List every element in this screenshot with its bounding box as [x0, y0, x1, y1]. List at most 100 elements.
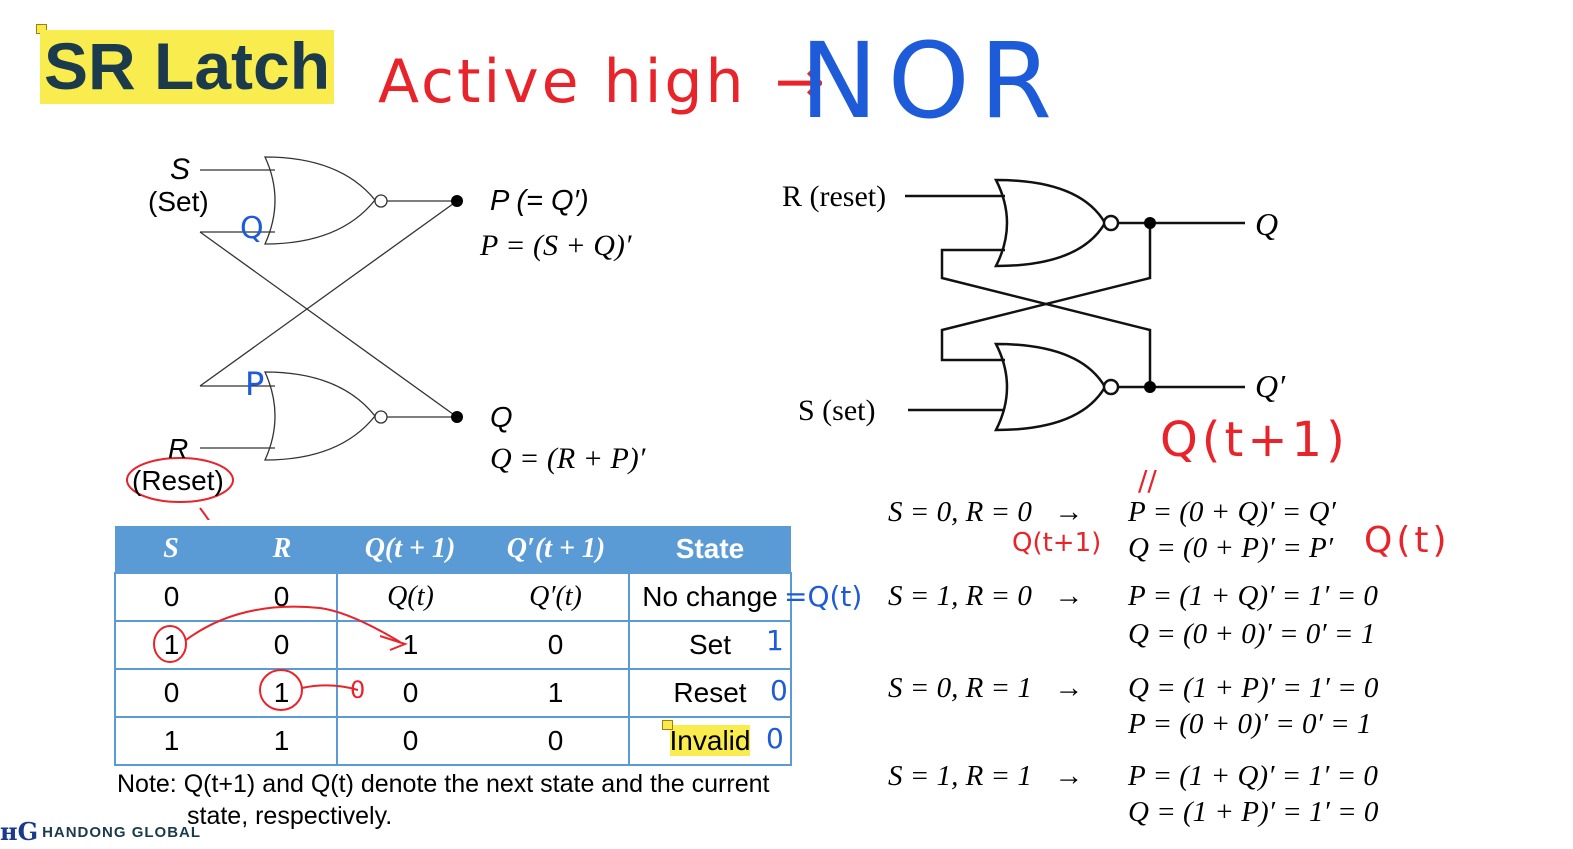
- cell: 0: [336, 668, 483, 717]
- right-qp-output: Q′: [1255, 368, 1286, 404]
- equation-block-3: S = 1, R = 1 →: [888, 762, 1083, 791]
- left-p-mark: P: [245, 365, 265, 403]
- eq-line: P = (1 + Q)′ = 1′ = 0: [1128, 580, 1378, 612]
- node-dot-right-qp: [1144, 381, 1156, 393]
- equation-block-2: S = 0, R = 1 →: [888, 674, 1083, 703]
- nor-gate-bottom: [263, 371, 376, 461]
- cell: Q′(t): [483, 572, 629, 621]
- cell: Q(t): [336, 572, 483, 621]
- annotation-nor: NOR: [800, 20, 1062, 142]
- cell: 0: [483, 716, 629, 766]
- annotation-state-reset: 0: [770, 674, 788, 707]
- p-equation: P = (S + Q)′: [480, 229, 632, 262]
- table-note: Note: Q(t+1) and Q(t) denote the next st…: [117, 768, 769, 832]
- col-qp-next: Q′(t + 1): [483, 526, 629, 573]
- q-output-label: Q: [490, 402, 513, 434]
- col-q-next: Q(t + 1): [337, 526, 483, 573]
- arrow-icon: →: [774, 47, 828, 117]
- cell: 1: [114, 716, 227, 766]
- left-r-label: R: [168, 433, 189, 464]
- node-dot-right-q: [1144, 217, 1156, 229]
- bubble-s: [1102, 378, 1120, 396]
- eq-line: Q = (1 + P)′ = 1′ = 0: [1128, 796, 1379, 828]
- cell: Set: [628, 620, 792, 669]
- eq-line: Q = (0 + 0)′ = 0′ = 1: [1128, 618, 1376, 650]
- eq-cond: S = 1, R = 0: [888, 580, 1032, 612]
- eq-line: P = (0 + 0)′ = 0′ = 1: [1128, 708, 1372, 740]
- right-s-label: S (set): [798, 394, 876, 427]
- reset-arrow-annotation: [199, 507, 210, 520]
- table-row: 1 1 0 0 Invalid: [114, 716, 792, 766]
- university-logo: ʜG HANDONG GLOBAL: [0, 820, 201, 844]
- col-r: R: [227, 526, 337, 573]
- cell: 0: [483, 620, 629, 669]
- active-high-text: Active high: [378, 47, 747, 117]
- eq-arrow: →: [1054, 496, 1084, 528]
- cell: 0: [227, 620, 337, 669]
- equation-block-1: S = 1, R = 0 →: [888, 582, 1083, 611]
- left-reset-label: (Reset): [132, 465, 224, 496]
- right-sr-latch-diagram: [905, 178, 1245, 432]
- left-s-label: S: [170, 153, 191, 186]
- truth-table: S R Q(t + 1) Q′(t + 1) State 0 0 Q(t) Q′…: [114, 526, 792, 766]
- eq-cond: S = 0, R = 1: [888, 672, 1032, 704]
- eq-line: Q = (1 + P)′ = 1′ = 0: [1128, 672, 1379, 704]
- p-output-label: P (= Q′): [490, 185, 589, 217]
- cell: Invalid: [628, 716, 792, 766]
- truth-table-header: S R Q(t + 1) Q′(t + 1) State: [115, 526, 791, 573]
- right-q-output: Q: [1255, 206, 1279, 242]
- cell: 0: [336, 716, 483, 766]
- eq-line: P = (1 + Q)′ = 1′ = 0: [1128, 760, 1378, 792]
- table-row: 1 0 1 0 Set: [114, 620, 792, 669]
- note-line-1: Note: Q(t+1) and Q(t) denote the next st…: [117, 770, 770, 798]
- note-line-2: state, respectively.: [187, 802, 393, 830]
- cell: 1: [114, 620, 227, 669]
- cell: 1: [227, 716, 337, 766]
- col-s: S: [115, 526, 227, 573]
- nor-gate-top: [263, 156, 376, 245]
- bubble-r: [1102, 214, 1120, 232]
- nor-gate-r: [993, 178, 1107, 268]
- eq-cond: S = 0, R = 0: [888, 496, 1032, 528]
- nor-gate-s: [993, 342, 1107, 432]
- comment-marker[interactable]: [662, 720, 673, 730]
- bubble-top: [374, 194, 388, 208]
- eq-arrow: →: [1054, 672, 1084, 704]
- table-row: 0 0 Q(t) Q′(t) No change: [114, 572, 792, 621]
- cell: Reset: [628, 668, 792, 717]
- invalid-highlight: Invalid: [669, 725, 751, 756]
- eq-cond: S = 1, R = 1: [888, 760, 1032, 792]
- cell: 0: [114, 572, 227, 621]
- table-annotations: [153, 605, 408, 711]
- eq-line: Q = (0 + P)′ = P′: [1128, 532, 1334, 564]
- annotation-qt-red: Q(t): [1364, 520, 1451, 561]
- annotation-state-invalid: 0: [766, 722, 784, 755]
- annotation-state-set: 1: [766, 624, 784, 657]
- cell: 1: [483, 668, 629, 717]
- eq-line: P = (0 + Q)′ = Q′: [1128, 496, 1336, 528]
- left-set-label: (Set): [148, 186, 209, 217]
- bubble-bottom: [374, 410, 388, 424]
- reset-circle-annotation: [126, 457, 234, 503]
- node-dot-p: [451, 195, 463, 207]
- annotation-double-slash: //: [1138, 464, 1157, 497]
- equation-block-0: S = 0, R = 0 →: [888, 498, 1083, 527]
- annotation-eq-qt: =Q(t): [784, 580, 863, 613]
- cell: 1: [336, 620, 483, 669]
- annotation-q-next: Q(t+1): [1160, 412, 1349, 468]
- q-equation: Q = (R + P)′: [490, 442, 646, 475]
- eq-arrow: →: [1054, 760, 1084, 792]
- annotation-q-next-small: Q(t+1): [1012, 528, 1102, 558]
- page-title: SR Latch: [40, 30, 335, 104]
- logo-text: HANDONG GLOBAL: [42, 823, 202, 841]
- cell: 0: [114, 668, 227, 717]
- annotation-active-high: Active high →: [378, 42, 828, 122]
- table-row: 0 1 0 1 Reset: [114, 668, 792, 717]
- col-state: State: [629, 526, 791, 573]
- cell: No change: [628, 572, 792, 621]
- logo-mark-icon: ʜG: [0, 817, 39, 846]
- left-sr-latch-diagram: [126, 156, 463, 520]
- annotation-row-mark: 0: [350, 676, 366, 704]
- left-q-mark: Q: [240, 211, 264, 246]
- node-dot-q: [451, 411, 463, 423]
